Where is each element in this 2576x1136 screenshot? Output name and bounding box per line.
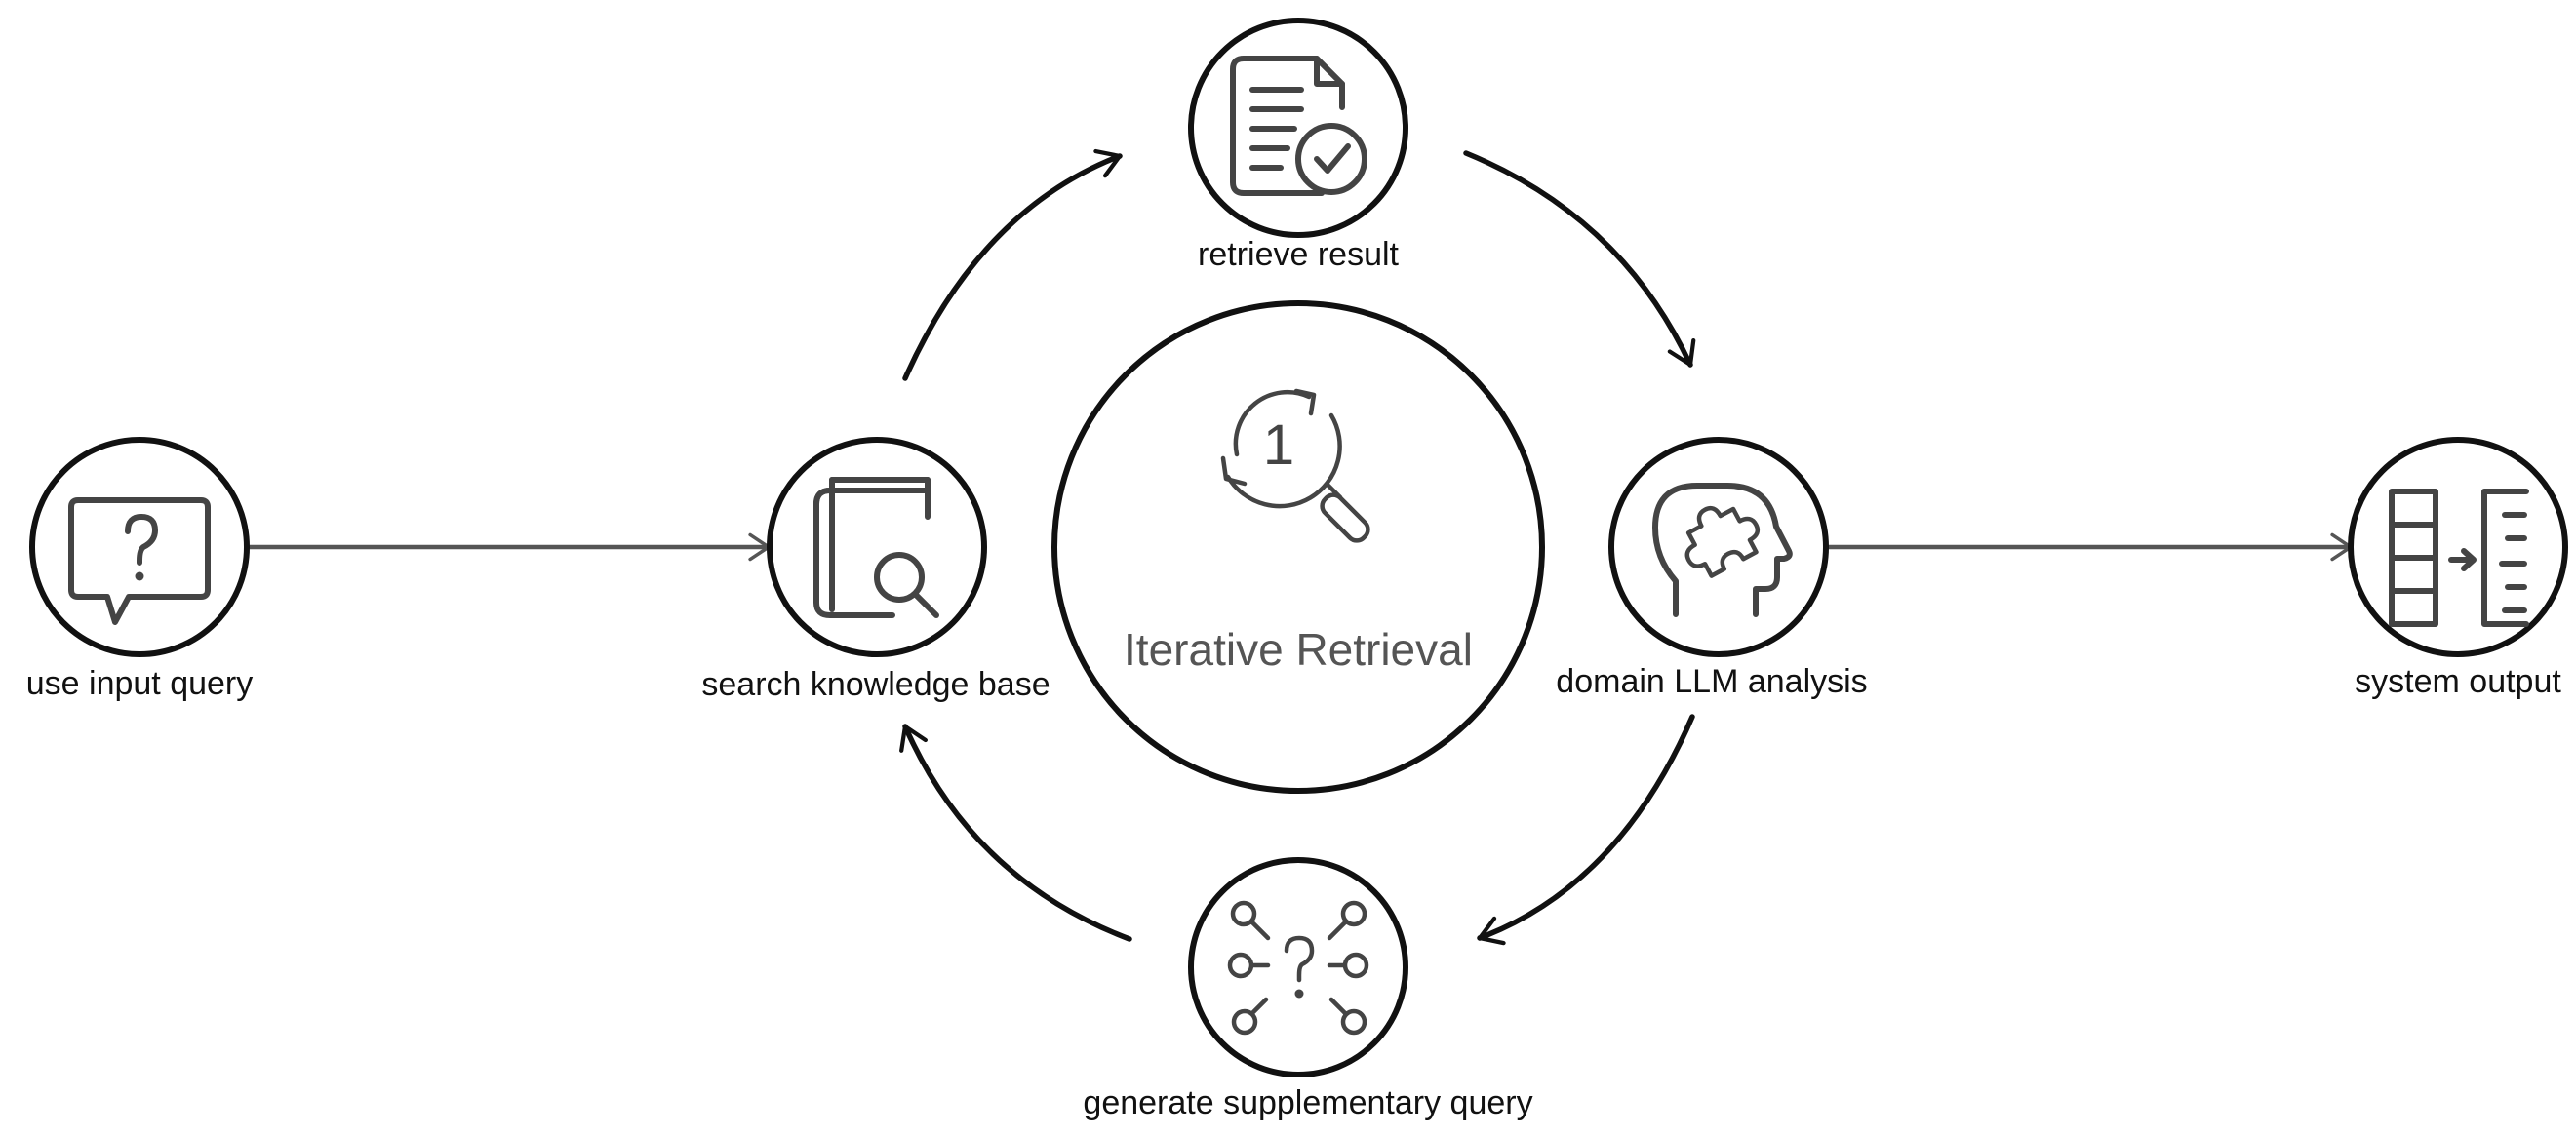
- node-search-knowledge-base: search knowledge base: [701, 437, 1050, 703]
- node-domain-llm-analysis: domain LLM analysis: [1556, 437, 1868, 700]
- arc-supplementary-to-search: [899, 724, 1132, 942]
- label-generate-supplementary-query: generate supplementary query: [1083, 1084, 1532, 1121]
- node-generate-supplementary-query: generate supplementary query: [1083, 857, 1533, 1121]
- arc-search-to-retrieve: [902, 148, 1123, 381]
- label-domain-llm-analysis: domain LLM analysis: [1556, 663, 1867, 700]
- center-label: Iterative Retrieval: [1124, 624, 1473, 675]
- label-use-input-query: use input query: [26, 665, 254, 702]
- iterative-search-icon: 1: [1220, 388, 1370, 543]
- label-system-output: system output: [2355, 663, 2561, 700]
- node-retrieve-result: retrieve result: [1188, 18, 1408, 273]
- arc-analysis-to-supplementary: [1477, 714, 1695, 946]
- arc-retrieve-to-analysis: [1463, 150, 1696, 368]
- table-transform-icon: [2389, 489, 2529, 627]
- book-search-icon: [813, 477, 939, 618]
- label-retrieve-result: retrieve result: [1198, 236, 1400, 273]
- question-chat-icon: [68, 497, 211, 625]
- node-use-input-query: use input query: [26, 437, 254, 702]
- node-system-output: system output: [2348, 437, 2568, 700]
- question-network-icon: [1227, 900, 1369, 1036]
- head-puzzle-icon: [1652, 483, 1793, 617]
- iterative-step-numeral: 1: [1263, 413, 1294, 477]
- document-check-icon: [1230, 56, 1367, 196]
- label-search-knowledge-base: search knowledge base: [701, 666, 1050, 703]
- center-iterative-retrieval: 1 Iterative Retrieval: [1051, 300, 1545, 794]
